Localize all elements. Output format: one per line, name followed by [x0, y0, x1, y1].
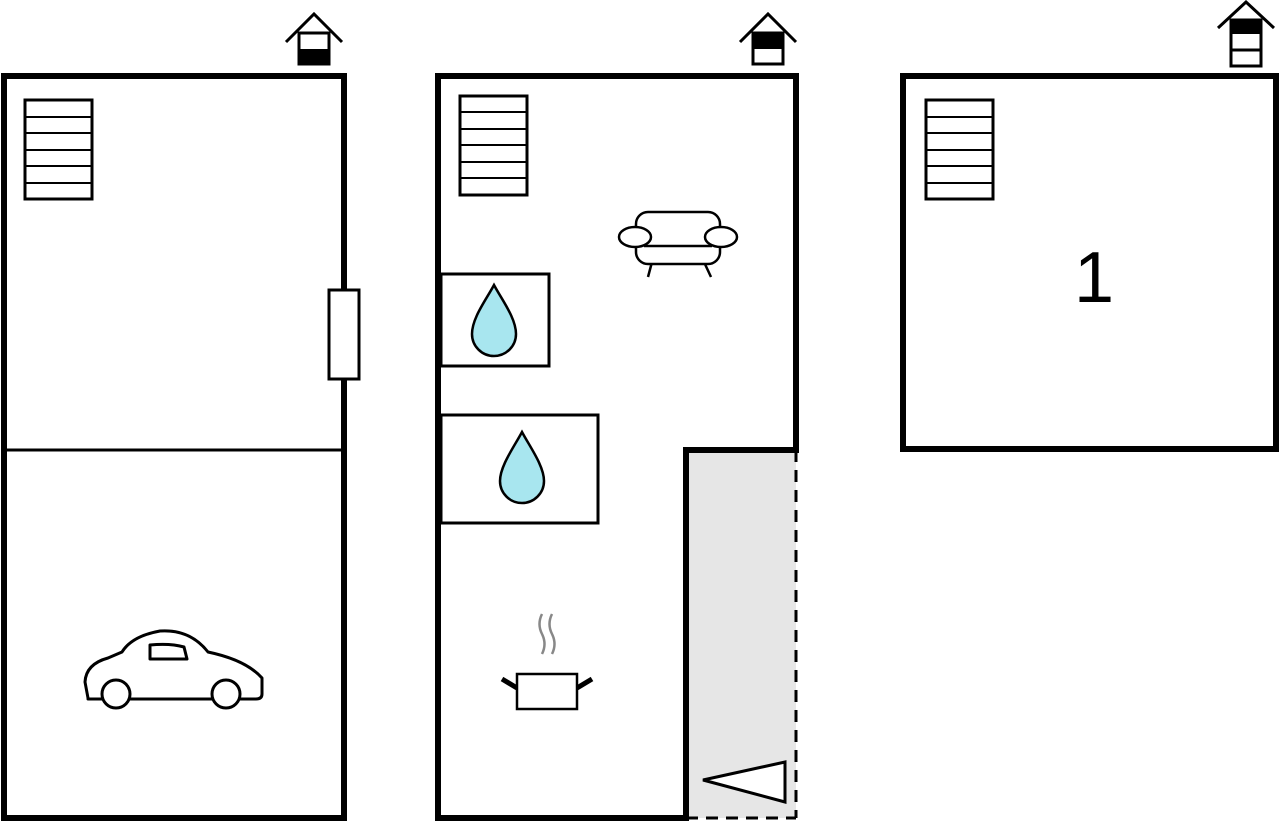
stairs-icon	[458, 94, 529, 197]
bedroom-count: 1	[1074, 238, 1114, 318]
sofa-icon	[617, 210, 739, 278]
stairs-icon	[924, 98, 995, 201]
cooking-pot-icon	[500, 613, 594, 711]
floor-first	[435, 11, 799, 821]
terrace	[686, 450, 796, 818]
floor-level-icon	[738, 11, 798, 66]
water-drop-icon	[470, 282, 518, 358]
floor-level-icon	[1216, 0, 1276, 68]
door	[327, 288, 361, 381]
floor-second: 1	[900, 0, 1279, 452]
floor-ground	[1, 11, 361, 821]
water-drop-icon	[498, 429, 546, 505]
floor-level-icon	[284, 11, 344, 66]
stairs-icon	[23, 98, 94, 201]
floor-first-outline	[435, 73, 799, 821]
car-icon	[83, 629, 264, 710]
terrace-arrow-icon	[702, 760, 787, 804]
